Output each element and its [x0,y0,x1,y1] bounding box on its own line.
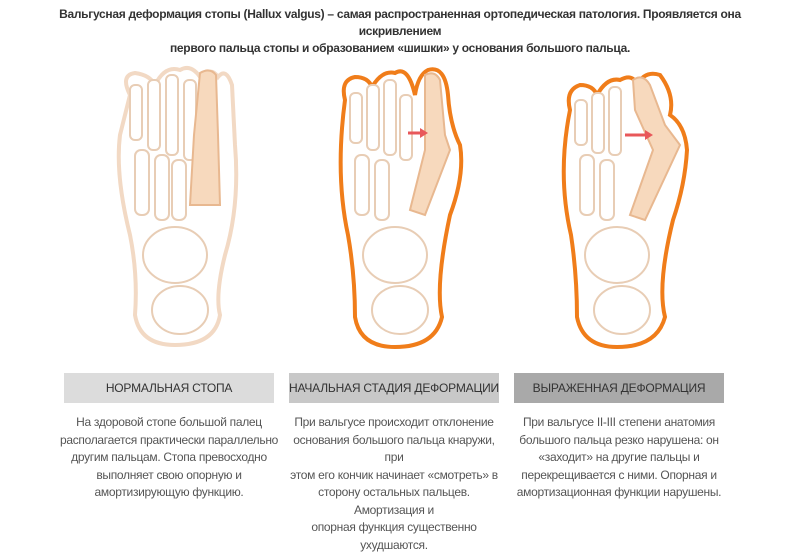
stage-description-normal: На здоровой стопе большой палец располаг… [59,414,279,502]
normal-foot-illustration [116,66,239,348]
desc-line: большого пальца резко нарушена: он [519,432,719,447]
stage-label-severe: ВЫРАЖЕННАЯ ДЕФОРМАЦИЯ [514,373,724,403]
stage-label-normal: НОРМАЛЬНАЯ СТОПА [64,373,274,403]
desc-line: При вальгусе происходит отклонение [294,415,494,429]
desc-line: опорная функция существенно ухудшаются. [311,520,477,552]
desc-line: амортизационная функции нарушены. [516,485,722,499]
stage-label-initial: НАЧАЛЬНАЯ СТАДИЯ ДЕФОРМАЦИИ [289,373,499,403]
desc-line: На здоровой стопе большой палец [76,415,262,429]
stage-description-severe: При вальгусе II-III степени анатомия бол… [509,414,729,502]
desc-line: этом его кончик начинает «смотреть» в [290,467,498,482]
desc-line: сторону остальных пальцев. Амортизация и [318,485,470,517]
intro-text: Вальгусная деформация стопы (Hallux valg… [40,6,760,57]
desc-line: другим пальцам. Стопа превосходно [71,450,267,464]
desc-line: При вальгусе II-III степени анатомия [522,415,716,429]
initial-deformation-foot-illustration [338,67,464,350]
desc-line: располагается практически параллельно [59,432,279,447]
desc-line: основания большого пальца кнаружи, при [293,432,495,465]
stage-description-initial: При вальгусе происходит отклонение основ… [284,414,504,554]
intro-line-2: первого пальца стопы и образованием «шиш… [169,41,631,55]
desc-line: выполняет свою опорную и [96,467,242,482]
desc-line: перекрещивается с ними. Опорная и [521,467,717,482]
intro-line-1: Вальгусная деформация стопы (Hallux valg… [59,7,741,38]
desc-line: «заходит» на другие пальцы и [538,450,700,464]
severe-deformation-foot-illustration [561,71,690,350]
desc-line: амортизирующую функцию. [94,485,244,499]
